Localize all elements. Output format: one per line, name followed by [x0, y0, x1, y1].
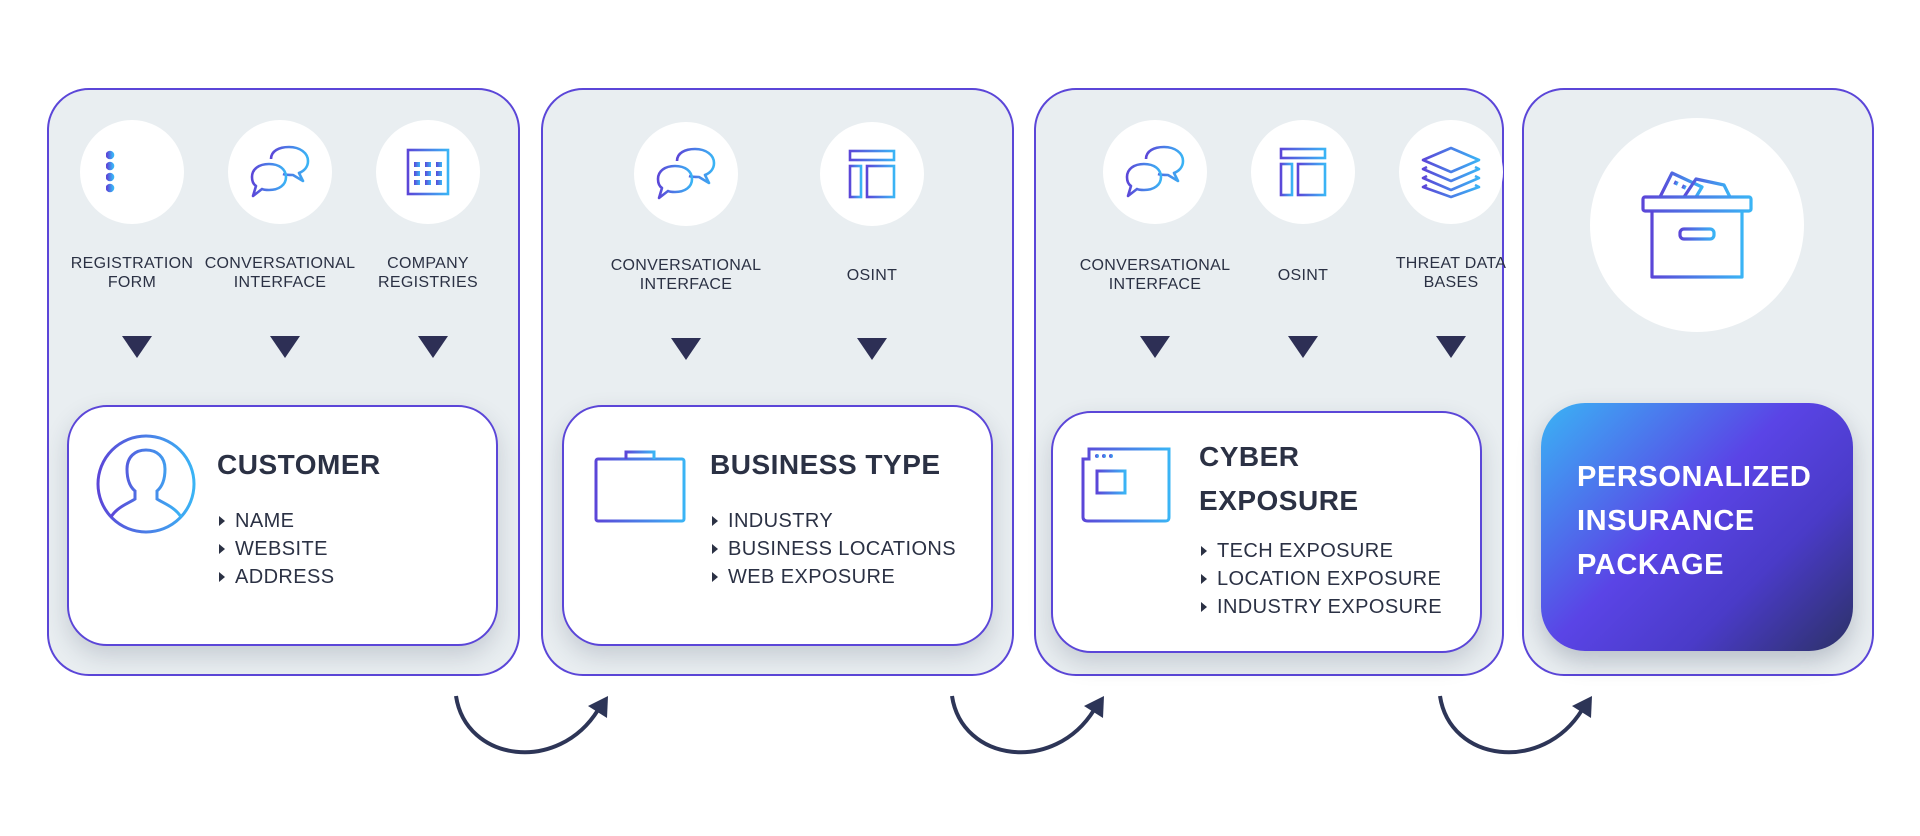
source-conversational-interface: CONVERSATIONAL INTERFACE — [1055, 120, 1255, 294]
source-osint: OSINT — [1203, 120, 1403, 285]
down-arrow — [1436, 336, 1466, 358]
briefcase-icon — [594, 450, 686, 523]
source-label: OSINT — [846, 267, 898, 284]
source-label: CONVERSATIONAL INTERFACE — [610, 257, 762, 293]
down-arrow — [671, 338, 701, 360]
list-item: WEBSITE — [217, 535, 335, 563]
list-item: INDUSTRY EXPOSURE — [1199, 593, 1442, 621]
source-label: REGISTRATION FORM — [70, 255, 194, 291]
source-circle — [820, 122, 924, 226]
layers-icon — [1421, 146, 1481, 199]
source-circle — [1399, 120, 1503, 224]
package-box-icon — [1641, 171, 1753, 279]
card-list: NAME WEBSITE ADDRESS — [217, 507, 335, 591]
down-arrow — [1288, 336, 1318, 358]
chat-bubbles-icon — [250, 145, 310, 198]
curved-arrow-2 — [950, 695, 1104, 755]
list-item: INDUSTRY — [710, 507, 956, 535]
card-title: CUSTOMER — [217, 449, 381, 480]
list-item: TECH EXPOSURE — [1199, 537, 1442, 565]
card-title: CYBER EXPOSURE — [1199, 441, 1359, 516]
source-label: THREAT DATA BASES — [1395, 255, 1507, 291]
user-avatar-icon — [96, 434, 196, 534]
source-circle — [634, 122, 738, 226]
down-arrow — [418, 336, 448, 358]
source-circle — [80, 120, 184, 224]
source-circle — [376, 120, 480, 224]
card-business-type: BUSINESS TYPE INDUSTRY BUSINESS LOCATION… — [562, 405, 993, 646]
card-list: INDUSTRY BUSINESS LOCATIONS WEB EXPOSURE — [710, 507, 956, 591]
layout-icon — [848, 149, 896, 199]
result-title: PERSONALIZED INSURANCE PACKAGE — [1577, 461, 1812, 581]
list-item: NAME — [217, 507, 335, 535]
list-item: ADDRESS — [217, 563, 335, 591]
list-item: WEB EXPOSURE — [710, 563, 956, 591]
source-label: OSINT — [1277, 267, 1329, 284]
list-item: LOCATION EXPOSURE — [1199, 565, 1442, 593]
source-conversational-interface: CONVERSATIONAL INTERFACE — [586, 122, 786, 294]
chat-bubbles-icon — [656, 147, 716, 200]
curved-arrow-1 — [454, 695, 608, 755]
building-icon — [406, 148, 450, 196]
source-circle — [228, 120, 332, 224]
list-item: BUSINESS LOCATIONS — [710, 535, 956, 563]
source-company-registries: COMPANY REGISTRIES — [328, 120, 528, 292]
source-circle — [1103, 120, 1207, 224]
down-arrow — [122, 336, 152, 358]
source-label: CONVERSATIONAL INTERFACE — [204, 255, 356, 291]
source-circle — [1251, 120, 1355, 224]
card-title: BUSINESS TYPE — [710, 449, 941, 480]
source-registration-form: REGISTRATION FORM — [32, 120, 232, 292]
curved-arrow-3 — [1438, 695, 1592, 755]
list-icon — [106, 150, 156, 193]
card-cyber-exposure: CYBER EXPOSURE TECH EXPOSURE LOCATION EX… — [1051, 411, 1482, 653]
layout-icon — [1279, 147, 1327, 197]
card-list: TECH EXPOSURE LOCATION EXPOSURE INDUSTRY… — [1199, 537, 1442, 621]
down-arrow — [270, 336, 300, 358]
source-osint: OSINT — [772, 122, 972, 285]
chat-bubbles-icon — [1125, 145, 1185, 198]
result-card: PERSONALIZED INSURANCE PACKAGE — [1541, 403, 1853, 651]
down-arrow — [1140, 336, 1170, 358]
source-threat-data-bases: THREAT DATA BASES — [1351, 120, 1551, 292]
result-circle — [1590, 118, 1804, 332]
newspaper-icon — [1081, 447, 1171, 523]
source-label: CONVERSATIONAL INTERFACE — [1079, 257, 1231, 293]
source-label: COMPANY REGISTRIES — [378, 255, 478, 291]
down-arrow — [857, 338, 887, 360]
source-conversational-interface: CONVERSATIONAL INTERFACE — [180, 120, 380, 292]
card-customer: CUSTOMER NAME WEBSITE ADDRESS — [67, 405, 498, 646]
